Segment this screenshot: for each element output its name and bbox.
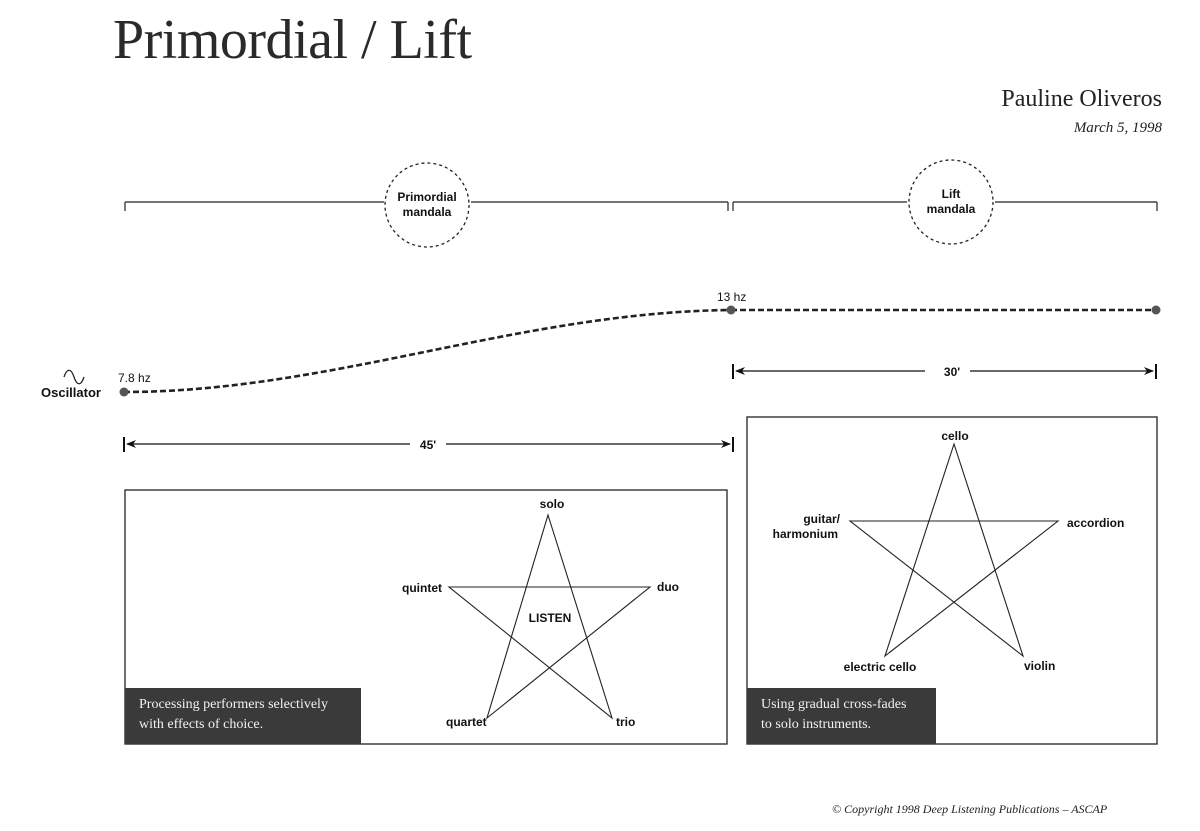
lift-caption-line2: to solo instruments. [761, 717, 872, 732]
primordial-caption: Processing performers selectively with e… [125, 688, 361, 744]
primordial-duration-label: 45' [420, 438, 436, 452]
star-point-accordion: accordion [1067, 516, 1124, 530]
primordial-duration-arrow [123, 437, 734, 452]
lift-mandala-label: Lift [942, 187, 961, 201]
star-center-listen: LISTEN [529, 611, 572, 625]
lift-duration-arrow [732, 364, 1157, 379]
star-point-solo: solo [540, 497, 565, 511]
lift-caption: Using gradual cross-fades to solo instru… [747, 688, 936, 744]
lift-star [848, 442, 1060, 658]
star-point-harmonium: harmonium [773, 527, 838, 541]
mid-frequency-dot [726, 305, 736, 315]
star-point-quintet: quintet [402, 581, 442, 595]
primordial-caption-line2: with effects of choice. [139, 717, 264, 732]
start-frequency-dot [119, 387, 129, 397]
oscillator-label: Oscillator [41, 385, 101, 400]
primordial-section-bracket [124, 201, 729, 211]
composer-name: Pauline Oliveros [1001, 86, 1162, 112]
star-point-guitar: guitar/ [803, 512, 840, 526]
primordial-star [447, 513, 652, 720]
primordial-mandala-sublabel: mandala [403, 205, 452, 219]
end-frequency: 13 hz [717, 290, 746, 304]
start-frequency: 7.8 hz [118, 371, 151, 385]
lift-caption-line1: Using gradual cross-fades [761, 697, 907, 712]
composition-date: March 5, 1998 [1073, 120, 1162, 136]
lift-duration-label: 30' [944, 365, 960, 379]
star-point-duo: duo [657, 580, 679, 594]
star-point-violin: violin [1024, 659, 1055, 673]
primordial-mandala-label: Primordial [397, 190, 456, 204]
primordial-caption-line1: Processing performers selectively [139, 697, 328, 712]
lift-box [746, 416, 1158, 745]
sine-wave-icon [63, 369, 85, 385]
primordial-mandala-circle [384, 162, 470, 248]
star-point-electric-cello: electric cello [844, 660, 917, 674]
lift-section-bracket [732, 201, 1158, 211]
frequency-glide-curve [123, 308, 732, 394]
lift-mandala-circle [908, 159, 994, 245]
star-point-quartet: quartet [446, 715, 487, 729]
star-point-cello: cello [941, 429, 968, 443]
lift-mandala-sublabel: mandala [927, 202, 976, 216]
primordial-box [124, 489, 728, 745]
star-point-trio: trio [616, 715, 635, 729]
end-frequency-dot [1151, 305, 1161, 315]
page-title: Primordial / Lift [113, 9, 472, 71]
copyright-notice: © Copyright 1998 Deep Listening Publicat… [832, 802, 1108, 816]
